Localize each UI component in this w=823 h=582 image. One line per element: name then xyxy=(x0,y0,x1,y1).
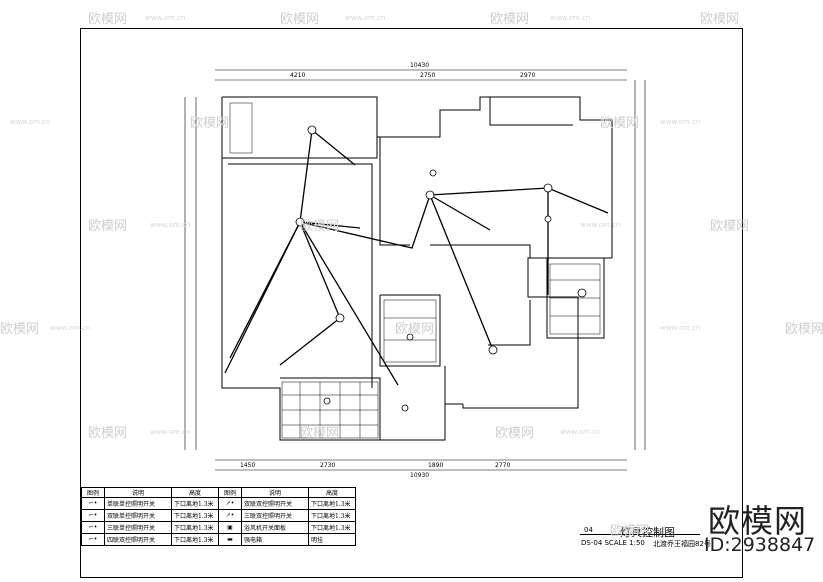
drawing-title: 灯具控制图 xyxy=(620,526,675,539)
watermark: 欧模网 xyxy=(600,116,640,131)
watermark: 欧模网 xyxy=(700,12,740,27)
watermark: 欧模网 xyxy=(280,12,320,27)
top-dim-3: 2750 xyxy=(420,72,436,79)
hatched-areas xyxy=(229,102,601,439)
switch-symbol-icon: ⌐• xyxy=(81,533,105,546)
bottom-total-dimension: 10930 xyxy=(410,472,430,479)
legend-row: ⌐• 双联单控照明开关 下口离地1.3米 ↗• 三联双控照明开关 下口离地1.3… xyxy=(81,509,356,522)
watermark-url: www.om.cn xyxy=(660,118,701,126)
watermark: 欧模网 xyxy=(710,219,750,234)
watermark: 欧模网 xyxy=(490,12,530,27)
switch-symbol-icon: ↗• xyxy=(218,509,242,522)
legend-height: 下口离地1.3米 xyxy=(308,521,356,534)
legend-desc: 三联双控照明开关 xyxy=(241,509,309,522)
legend-height: 明挂 xyxy=(308,533,356,546)
legend-row: ⌐• 三联单控照明开关 下口离地1.3米 ▣ 浴风机开关面板 下口离地1.3米 xyxy=(81,521,356,534)
watermark: 欧模网 xyxy=(610,524,650,539)
project-name: 北渡乔王福园82号 xyxy=(653,540,711,548)
legend-row: ⌐• 四联双控照明开关 下口离地1.3米 ▬ 强电箱 明挂 xyxy=(81,533,356,546)
bottom-dim-2: 2730 xyxy=(320,462,336,469)
legend-desc: 单联单控照明开关 xyxy=(104,497,172,510)
watermark-url: www.om.cn xyxy=(150,221,191,229)
watermark-url: www.om.cn xyxy=(580,221,621,229)
legend-height: 下口离地1.3米 xyxy=(308,509,356,522)
legend-height: 下口离地1.3米 xyxy=(171,533,219,546)
legend-desc: 强电箱 xyxy=(241,533,309,546)
legend-desc: 双联双控照明开关 xyxy=(241,497,309,510)
legend-header-desc-2: 说明 xyxy=(241,487,309,498)
legend-height: 下口离地1.3米 xyxy=(308,497,356,510)
legend-header-height: 高度 xyxy=(171,487,219,498)
legend-header-symbol-2: 图例 xyxy=(218,487,242,498)
drawing-number: 04 xyxy=(584,526,593,534)
legend-desc: 四联双控照明开关 xyxy=(104,533,172,546)
switch-symbol-icon: ⌐• xyxy=(81,509,105,522)
switch-symbol-icon: ⌐• xyxy=(81,521,105,534)
watermark: 欧模网 xyxy=(785,322,823,337)
watermark: 欧模网 xyxy=(495,426,535,441)
watermark-url: www.om.cn xyxy=(550,14,591,22)
watermark: 欧模网 xyxy=(0,322,40,337)
top-dim-1: 4210 xyxy=(290,72,306,79)
legend-desc: 双联单控照明开关 xyxy=(104,509,172,522)
bottom-dim-4: 1890 xyxy=(428,462,444,469)
watermark-url: www.om.cn xyxy=(50,324,91,332)
legend-desc: 三联单控照明开关 xyxy=(104,521,172,534)
legend-height: 下口离地1.3米 xyxy=(171,509,219,522)
title-divider xyxy=(580,534,700,535)
legend-height: 下口离地1.3米 xyxy=(171,521,219,534)
watermark: 欧模网 xyxy=(300,426,340,441)
watermark: 欧模网 xyxy=(190,116,230,131)
top-total-dimension: 10430 xyxy=(410,62,430,69)
switch-symbol-icon: ↗• xyxy=(218,497,242,510)
legend-header-desc: 说明 xyxy=(104,487,172,498)
watermark-url: www.om.cn xyxy=(10,118,51,126)
legend-header-height-2: 高度 xyxy=(308,487,356,498)
watermark-url: www.om.cn xyxy=(345,14,386,22)
watermark: 欧模网 xyxy=(395,322,435,337)
watermark-url: www.om.cn xyxy=(145,14,186,22)
legend-desc: 浴风机开关面板 xyxy=(241,521,309,534)
brand-logo-text: 欧模网 xyxy=(708,502,808,540)
top-dim-5: 2970 xyxy=(520,72,536,79)
legend-header-row: 图例 说明 高度 图例 说明 高度 xyxy=(81,487,356,498)
watermark-url: www.om.cn xyxy=(560,428,601,436)
legend-table: 图例 说明 高度 图例 说明 高度 ⌐• 单联单控照明开关 下口离地1.3米 ↗… xyxy=(81,487,356,546)
watermark-url: www.om.cn xyxy=(150,428,191,436)
walls xyxy=(221,96,613,441)
legend-header-symbol: 图例 xyxy=(81,487,105,498)
watermark: 欧模网 xyxy=(88,219,128,234)
legend-height: 下口离地1.3米 xyxy=(171,497,219,510)
drawing-scale: DS-04 SCALE 1:50 xyxy=(581,539,645,547)
watermark-url: www.om.cn xyxy=(660,324,701,332)
bottom-dim-1: 1450 xyxy=(240,462,256,469)
dimension-lines xyxy=(184,69,646,471)
watermark: 欧模网 xyxy=(300,219,340,234)
light-fixtures xyxy=(295,125,587,412)
brand-id: ID:2938847 xyxy=(704,534,816,556)
watermark: 欧模网 xyxy=(88,12,128,27)
legend-row: ⌐• 单联单控照明开关 下口离地1.3米 ↗• 双联双控照明开关 下口离地1.3… xyxy=(81,497,356,510)
switch-symbol-icon: ⌐• xyxy=(81,497,105,510)
watermark: 欧模网 xyxy=(88,426,128,441)
fan-panel-icon: ▣ xyxy=(218,521,242,534)
drawing-frame xyxy=(80,28,743,578)
bottom-dim-6: 2770 xyxy=(495,462,511,469)
power-box-icon: ▬ xyxy=(218,533,242,546)
